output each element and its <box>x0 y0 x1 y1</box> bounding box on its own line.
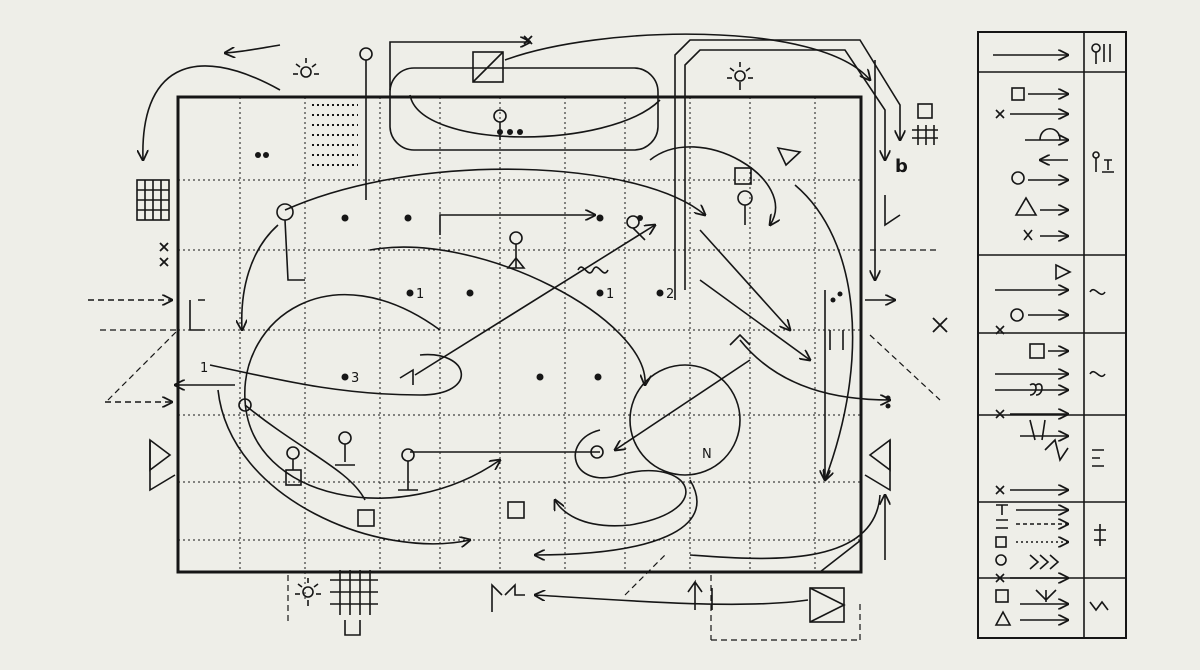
legend-row-6 <box>995 308 1068 335</box>
route-right-sweep <box>794 184 854 480</box>
arrow-rail-2 <box>684 49 885 290</box>
dot-matrix <box>312 104 358 166</box>
player-pin-icon-8 <box>737 190 753 225</box>
legend-row-11 <box>995 520 1106 548</box>
legend-row-1 <box>993 43 1111 64</box>
label-north: N <box>702 447 712 462</box>
up-arrow-marker <box>491 583 525 612</box>
route-center-ray <box>615 359 751 450</box>
box-slash-icon-2 <box>809 587 846 623</box>
x-marks <box>159 35 948 333</box>
route-arc-1 <box>225 44 281 53</box>
square-marker-2 <box>357 509 375 527</box>
route-s-curve <box>369 246 645 385</box>
legend-row-2 <box>995 87 1068 118</box>
right-goal-icon <box>864 438 891 492</box>
legend-row-12 <box>995 554 1068 582</box>
triangle-marker <box>776 146 802 167</box>
legend-row-7 <box>995 343 1106 376</box>
route-lower-right-sweep <box>535 595 809 606</box>
route-spiral <box>555 429 687 527</box>
square-marker <box>507 501 525 519</box>
route-diag-3 <box>699 279 810 360</box>
burst-icon-3 <box>295 578 321 606</box>
dots <box>255 129 891 409</box>
routes <box>143 33 890 606</box>
burst-icon <box>293 58 319 78</box>
circle-zone <box>629 364 741 476</box>
player-pin-icon-5 <box>398 448 418 491</box>
label-num-1b: 1 <box>606 287 614 302</box>
label-num-2: 2 <box>666 287 674 302</box>
route-upper-right <box>649 146 776 225</box>
label-num-1a: 1 <box>416 287 424 302</box>
grid-icon <box>136 179 170 221</box>
player-pin-icon-6 <box>238 398 252 412</box>
label-b: b <box>895 156 908 177</box>
top-loop-box <box>389 67 659 151</box>
field-labels: 1 1 2 3 1 N b <box>200 156 908 462</box>
label-num-1c: 1 <box>200 361 208 376</box>
route-top-arch <box>504 33 870 80</box>
route-lower-right-curve <box>689 494 881 560</box>
route-top-left-loop <box>143 65 281 160</box>
grid-icon-bottom <box>330 570 378 636</box>
hook-icon <box>276 203 305 281</box>
legend-row-5 <box>995 263 1106 294</box>
route-big-loop <box>244 293 500 499</box>
burst-icon-2 <box>727 62 753 90</box>
arrow-top-right-rail <box>674 39 900 300</box>
route-right-loop <box>535 479 698 555</box>
arrow-bracket-top <box>439 215 595 235</box>
square-marker-3 <box>734 167 752 185</box>
player-pin-icon-9 <box>626 215 646 241</box>
legend-row-3 <box>1011 127 1114 184</box>
player-pin-icon-3 <box>335 431 355 466</box>
route-top-loop <box>409 94 661 138</box>
player-pin-icon-7 <box>590 445 604 459</box>
arrow-top-bracket <box>389 42 530 90</box>
left-goal-icon <box>149 438 176 492</box>
player-pin-icon <box>506 231 526 269</box>
route-lower-curve <box>217 389 470 544</box>
field-border <box>176 95 863 574</box>
player-pin-icon-4 <box>285 446 302 486</box>
route-left-curve <box>242 224 279 330</box>
twin-up-arrow <box>687 579 713 610</box>
legend-row-13 <box>994 589 1109 626</box>
field-grid <box>178 97 861 600</box>
route-big-sweep <box>284 168 705 215</box>
box-slash-icon <box>472 51 504 83</box>
field <box>100 95 941 641</box>
hash-icon <box>912 103 938 145</box>
route-left-drag <box>244 404 366 501</box>
route-mid-loop <box>209 353 463 396</box>
route-diag-1 <box>414 225 655 376</box>
route-diag-4 <box>739 339 890 400</box>
legend-row-10 <box>995 486 1068 515</box>
legend-panel <box>977 31 1127 639</box>
markers <box>136 35 948 636</box>
route-diag-2 <box>699 229 790 330</box>
legend-row-8 <box>995 383 1068 396</box>
coil-icon <box>577 266 609 274</box>
legend-row-4 <box>1014 196 1068 240</box>
legend-row-9 <box>995 410 1104 467</box>
label-num-3: 3 <box>351 371 359 386</box>
